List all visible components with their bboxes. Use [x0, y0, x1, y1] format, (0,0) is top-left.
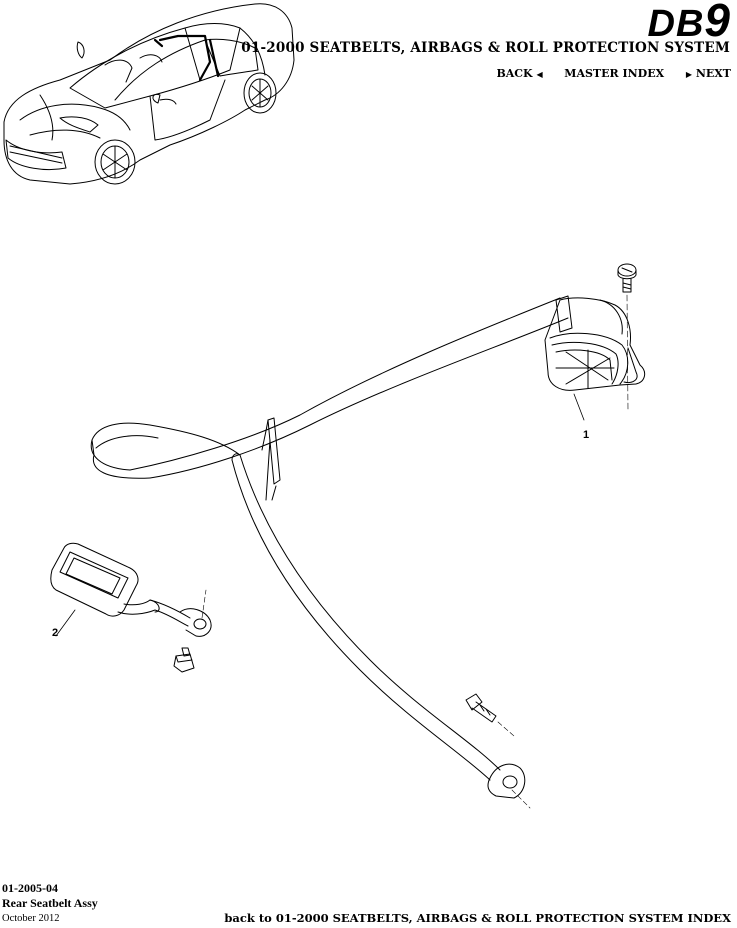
callout-1: 1 [583, 429, 589, 441]
part-number: 01-2005-04 [2, 881, 58, 895]
seatbelt-drawing [50, 263, 646, 809]
car-illustration [3, 3, 295, 185]
callout-2: 2 [52, 627, 58, 639]
buckle-assembly [50, 542, 212, 637]
publish-date: October 2012 [2, 913, 60, 924]
part-name: Rear Seatbelt Assy [2, 896, 98, 910]
logo-number: 9 [704, 0, 731, 46]
next-link[interactable]: ▶ NEXT [685, 67, 731, 80]
belt-guide [261, 417, 281, 501]
logo-prefix: DB [647, 3, 705, 45]
triangle-left-icon: ◀ [536, 69, 543, 79]
footer-part-info: 01-2005-04 Rear Seatbelt Assy October 20… [2, 881, 98, 926]
lower-bolt [465, 693, 515, 737]
back-link[interactable]: BACK ◀ [496, 67, 543, 80]
buckle-nut [173, 647, 195, 673]
nav-bar: BACK ◀ MASTER INDEX ▶ NEXT [496, 67, 731, 80]
retractor-unit [544, 295, 646, 421]
db9-logo: DB9 [648, 0, 731, 44]
lower-anchor [487, 763, 531, 809]
back-to-index-link[interactable]: back to 01-2000 SEATBELTS, AIRBAGS & ROL… [224, 911, 731, 925]
system-title: 01-2000 SEATBELTS, AIRBAGS & ROLL PROTEC… [241, 40, 730, 56]
master-index-link[interactable]: MASTER INDEX [564, 67, 665, 80]
upper-bolt [617, 263, 637, 411]
triangle-right-icon: ▶ [685, 69, 692, 79]
